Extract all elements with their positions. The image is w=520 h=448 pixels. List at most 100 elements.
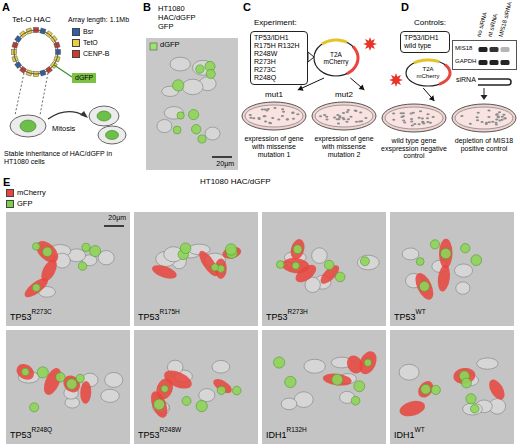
panel-letter: B — [143, 1, 151, 13]
panel-caption: Stable inheritance of HAC/dGFP in HT1080… — [4, 150, 138, 165]
gfp-nucleus — [56, 372, 65, 381]
construct-title: Tet-O HAC — [12, 16, 51, 25]
legend-swatch — [6, 200, 14, 208]
cell-dot — [497, 116, 500, 118]
panel-heading: HT1080 HAC/dGFP — [200, 178, 271, 187]
cell-dot — [503, 118, 506, 120]
cell-dot — [421, 117, 424, 119]
cell-dot — [485, 123, 488, 125]
cell-dot — [476, 119, 479, 121]
dish-base — [455, 107, 513, 129]
blot-band — [501, 47, 510, 52]
arrow-head — [80, 111, 88, 118]
legend-swatch — [72, 39, 80, 47]
dish-rim — [312, 102, 376, 130]
gfp-nucleus — [78, 262, 86, 270]
dish-drawing — [450, 101, 518, 135]
cell-dot — [249, 117, 252, 119]
culture-dish: mut2 expression of gene with missense mut… — [310, 90, 378, 158]
cell-dot — [249, 114, 252, 116]
cell-dot — [426, 121, 429, 123]
cell-shape — [402, 248, 419, 260]
micrograph-panel: TP53WT — [390, 212, 514, 326]
cell-dot — [476, 116, 479, 118]
mcherry-cell — [32, 237, 62, 267]
condition-name: mut2 — [310, 90, 378, 99]
sample-label: TP53R175H — [138, 306, 180, 324]
cell-dot — [346, 111, 349, 113]
cell-dot — [496, 113, 499, 115]
cell-dot — [338, 117, 341, 119]
panel-letter: C — [243, 1, 251, 13]
gfp-nucleus — [217, 386, 225, 394]
gfp-nucleus — [430, 240, 439, 249]
cell-shape — [454, 264, 472, 277]
mutation-name: R175H R132H — [254, 42, 304, 50]
cell-dot — [291, 112, 294, 114]
legend-entry: GFP — [6, 200, 32, 208]
gfp-nucleus — [364, 359, 371, 366]
gfp-nucleus — [285, 376, 296, 387]
cell-shape — [98, 126, 126, 144]
cell-dot — [291, 112, 294, 114]
gfp-nucleus — [196, 65, 204, 73]
plasmid-vector: T2AmCherry — [404, 58, 452, 88]
gfp-nucleus — [461, 378, 471, 388]
cell-shape — [89, 106, 119, 126]
micrograph-panel: TP53R248Q — [6, 330, 130, 444]
condition-description: expression of gene with missense mutatio… — [310, 135, 378, 158]
connector-line — [423, 88, 434, 101]
gfp-nucleus — [335, 272, 345, 282]
cell-dot — [495, 118, 498, 120]
gfp-nucleus — [182, 396, 191, 405]
micrograph-image — [134, 330, 258, 444]
cell-dot — [497, 116, 500, 118]
gfp-nucleus — [177, 112, 184, 119]
section-heading: Controls: — [414, 19, 446, 28]
cell-shape — [182, 79, 203, 95]
cell-dot — [411, 125, 414, 127]
cell-dot — [488, 121, 491, 123]
sample-label: IDH1R132H — [266, 424, 307, 442]
protein-name: MIS18 — [455, 45, 472, 52]
gfp-nucleus — [354, 381, 365, 392]
cell-dot — [426, 113, 429, 115]
t2a-segment — [322, 40, 347, 44]
gfp-nucleus — [189, 110, 199, 120]
cell-dot — [347, 109, 350, 111]
culture-dish: mut1expression of gene with missense mut… — [240, 90, 308, 158]
cell-dot — [354, 110, 357, 112]
gfp-nucleus — [66, 379, 77, 390]
sample-label: TP53R273C — [10, 306, 52, 324]
mutation-name: R248Q — [254, 74, 304, 82]
cell-dot — [364, 117, 367, 119]
cell-dot — [477, 112, 480, 114]
legend-entry: CENP-B — [72, 50, 109, 58]
legend-text: CENP-B — [83, 50, 109, 58]
dish-drawing — [310, 99, 378, 133]
legend-entry: mCherry — [6, 189, 46, 197]
dish-rim — [382, 104, 446, 132]
dish-base — [315, 105, 373, 127]
cell-dot — [319, 116, 322, 118]
gfp-nucleus — [42, 247, 52, 257]
mcherry-cell — [293, 261, 320, 285]
gfp-nucleus — [441, 248, 451, 258]
lane-label: no siRNA — [476, 11, 489, 37]
cell-dot — [271, 117, 274, 119]
gfp-nucleus — [466, 394, 476, 404]
cell-dot — [281, 109, 284, 111]
gfp-nucleus — [332, 374, 343, 385]
cell-dot — [252, 117, 255, 119]
channel-name: dGFP — [160, 41, 180, 50]
micrograph-image — [390, 212, 514, 326]
cell-shape — [281, 398, 297, 410]
mcherry-cell — [288, 237, 306, 261]
gfp-nucleus — [154, 399, 165, 410]
gene-name: TP53/IDH1 wild type — [404, 34, 446, 50]
gene-name: TP53 — [138, 312, 160, 322]
micrograph-panel: IDH1R132H — [262, 330, 386, 444]
mcherry-cell — [196, 248, 222, 279]
gfp-nucleus — [76, 374, 84, 382]
mutation-name: R273H — [254, 58, 304, 66]
